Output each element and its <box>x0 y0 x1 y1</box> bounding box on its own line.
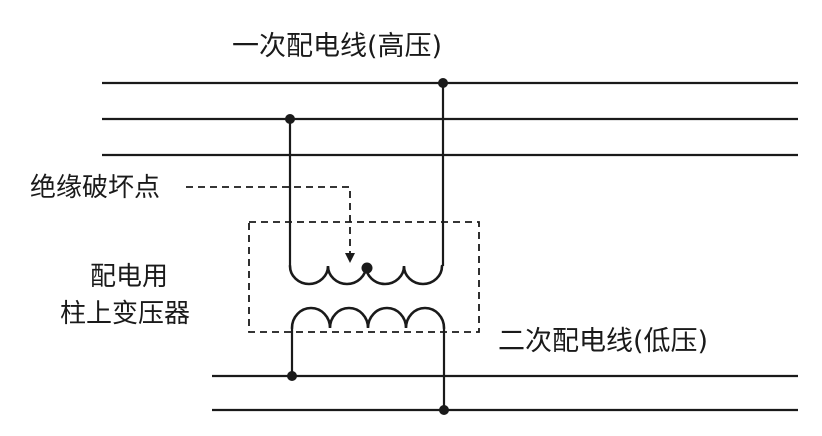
transformer-label-line1: 配电用 <box>90 262 168 292</box>
secondary-winding <box>290 306 446 330</box>
junction-dot <box>438 78 448 88</box>
fault-point-dot <box>361 262 373 274</box>
insulation-fault-label: 绝缘破坏点 <box>30 173 160 203</box>
secondary-line-label: 二次配电线(低压) <box>498 326 708 357</box>
junction-dot <box>285 114 295 124</box>
transformer-enclosure <box>248 221 480 333</box>
fault-leader-arrow <box>186 186 355 263</box>
transformer-label-line2: 柱上变压器 <box>60 299 190 329</box>
junction-dot <box>439 405 449 415</box>
primary-line-label: 一次配电线(高压) <box>232 31 442 62</box>
junction-dot <box>287 371 297 381</box>
